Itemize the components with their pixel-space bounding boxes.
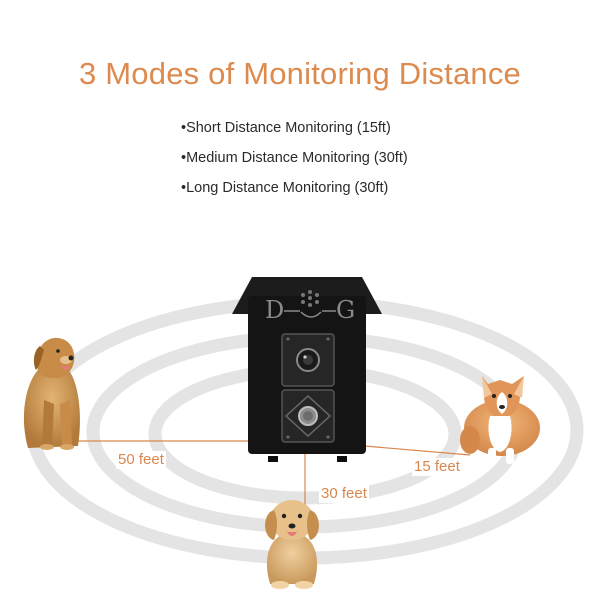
microphone-grille-icon <box>301 290 319 307</box>
distance-label-bottom: 30 feet <box>319 485 369 503</box>
mode-long: •Long Distance Monitoring (30ft) <box>181 180 389 196</box>
monitoring-modes-list: •Short Distance Monitoring (15ft) •Mediu… <box>181 118 408 208</box>
dog-corgi-right <box>460 376 540 464</box>
dog-golden-retriever-left <box>23 337 80 450</box>
sensor-icon <box>296 348 320 372</box>
page-title: 3 Modes of Monitoring Distance <box>79 56 521 91</box>
power-knob-icon <box>298 406 318 426</box>
dog-golden-puppy-bottom <box>265 500 319 589</box>
device-logo-g: G <box>336 296 355 324</box>
distance-label-left: 50 feet <box>116 451 166 469</box>
device-logo-d: D <box>265 296 284 324</box>
distance-label-right: 15 feet <box>412 458 462 476</box>
mode-short: •Short Distance Monitoring (15ft) <box>181 120 391 136</box>
mode-medium: •Medium Distance Monitoring (30ft) <box>181 150 408 166</box>
bark-control-device: D G <box>232 277 382 462</box>
